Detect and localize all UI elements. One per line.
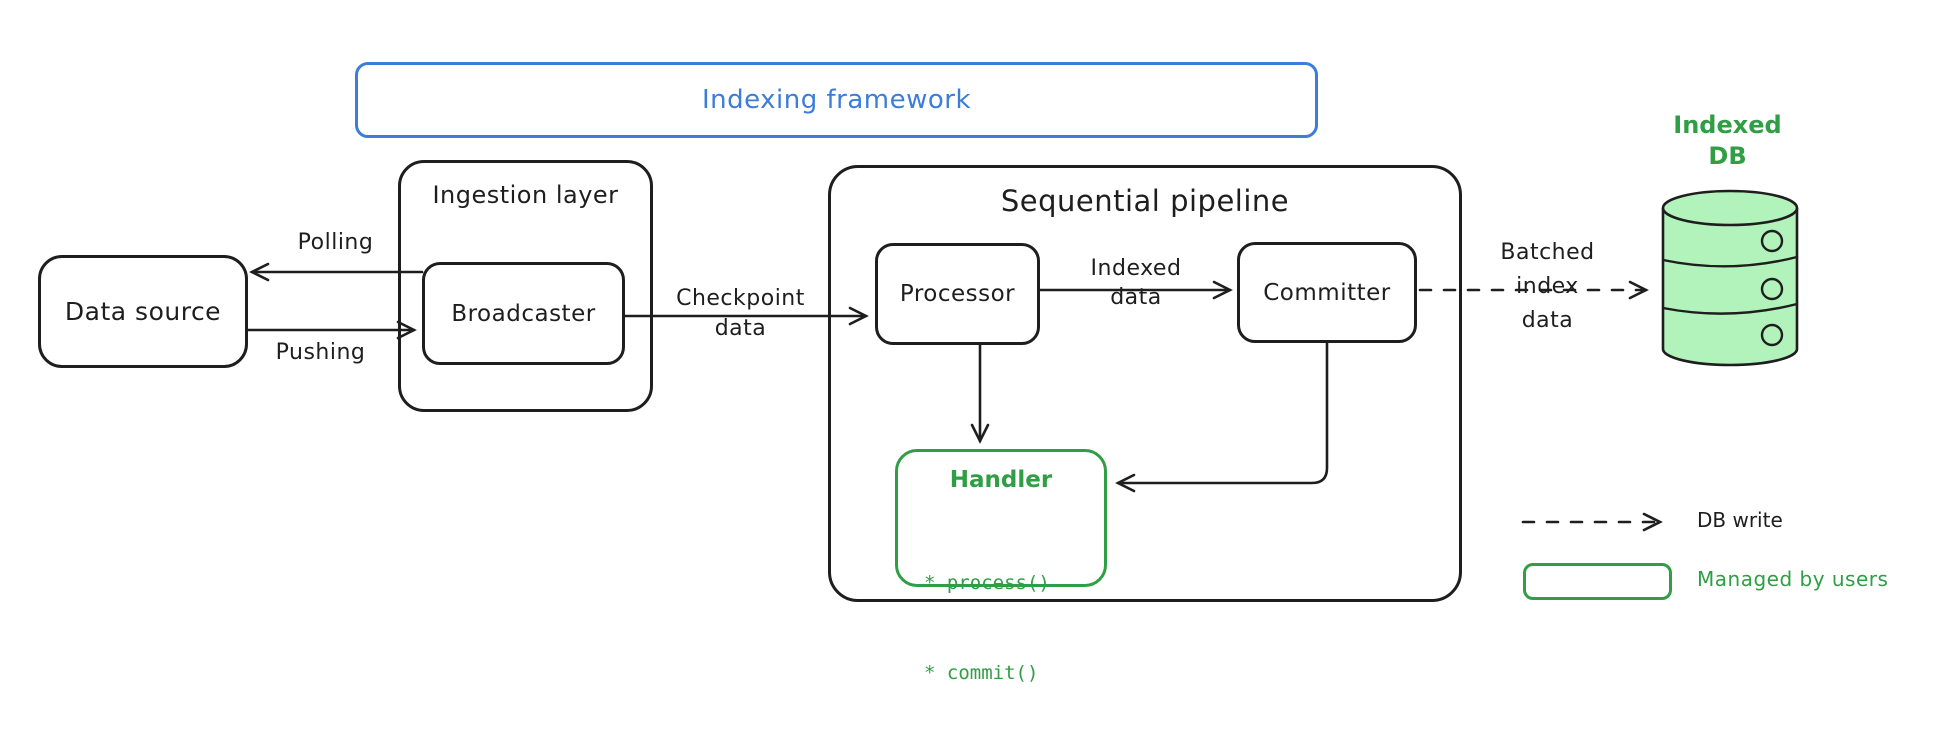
sequential-pipeline-node: Sequential pipeline <box>828 165 1462 602</box>
indexed-db-title: Indexed DB <box>1655 110 1800 172</box>
indexed-db-title-line1: Indexed <box>1673 111 1782 139</box>
indexed-db-title-line2: DB <box>1708 142 1747 170</box>
committer-node: Committer <box>1237 242 1417 343</box>
polling-edge-label: Polling <box>297 230 374 255</box>
db-disk-dot-3 <box>1760 323 1784 347</box>
processor-label: Processor <box>899 281 1016 307</box>
indexing-framework-title: Indexing framework <box>701 85 972 115</box>
ingestion-layer-label: Ingestion layer <box>432 181 619 209</box>
data-source-label: Data source <box>64 297 222 326</box>
broadcaster-label: Broadcaster <box>451 300 596 327</box>
checkpoint-label-line1: Checkpoint <box>676 286 805 311</box>
indexing-framework-box: Indexing framework <box>355 62 1318 138</box>
batched-label-line3: data <box>1521 308 1574 333</box>
handler-node: Handler * process() * commit() <box>895 449 1107 684</box>
pushing-edge-label: Pushing <box>275 340 366 365</box>
handler-method-process: * process() <box>924 572 1050 594</box>
batched-label-line2: index <box>1513 274 1582 299</box>
handler-title: Handler <box>949 467 1053 493</box>
db-disk-dot-1 <box>1760 229 1784 253</box>
committer-to-handler-arrow <box>1115 341 1329 493</box>
broadcaster-node: Broadcaster <box>422 262 625 365</box>
sequential-pipeline-label: Sequential pipeline <box>1000 184 1290 218</box>
handler-methods: * process() * commit() <box>898 508 1104 744</box>
db-divider-2 <box>1661 302 1799 315</box>
ingestion-layer-node: Ingestion layer <box>398 160 653 412</box>
db-divider-1 <box>1661 255 1799 268</box>
indexed-data-label-line1: Indexed <box>1090 256 1182 281</box>
db-disk-dot-2 <box>1760 277 1784 301</box>
db-cylinder-top <box>1661 189 1799 227</box>
data-source-node: Data source <box>38 255 248 368</box>
committer-label: Committer <box>1263 279 1391 306</box>
legend-db-write-label: DB write <box>1697 508 1783 532</box>
legend-managed-by-users-box <box>1523 563 1672 600</box>
processor-node: Processor <box>875 243 1040 345</box>
legend-managed-by-users-label: Managed by users <box>1697 567 1889 591</box>
batched-index-data-edge-label: Batched index data <box>1485 236 1610 338</box>
batched-label-line1: Batched <box>1500 240 1595 265</box>
checkpoint-label-line2: data <box>714 316 767 341</box>
handler-method-commit: * commit() <box>924 662 1039 684</box>
checkpoint-data-edge-label: Checkpoint data <box>663 284 818 344</box>
